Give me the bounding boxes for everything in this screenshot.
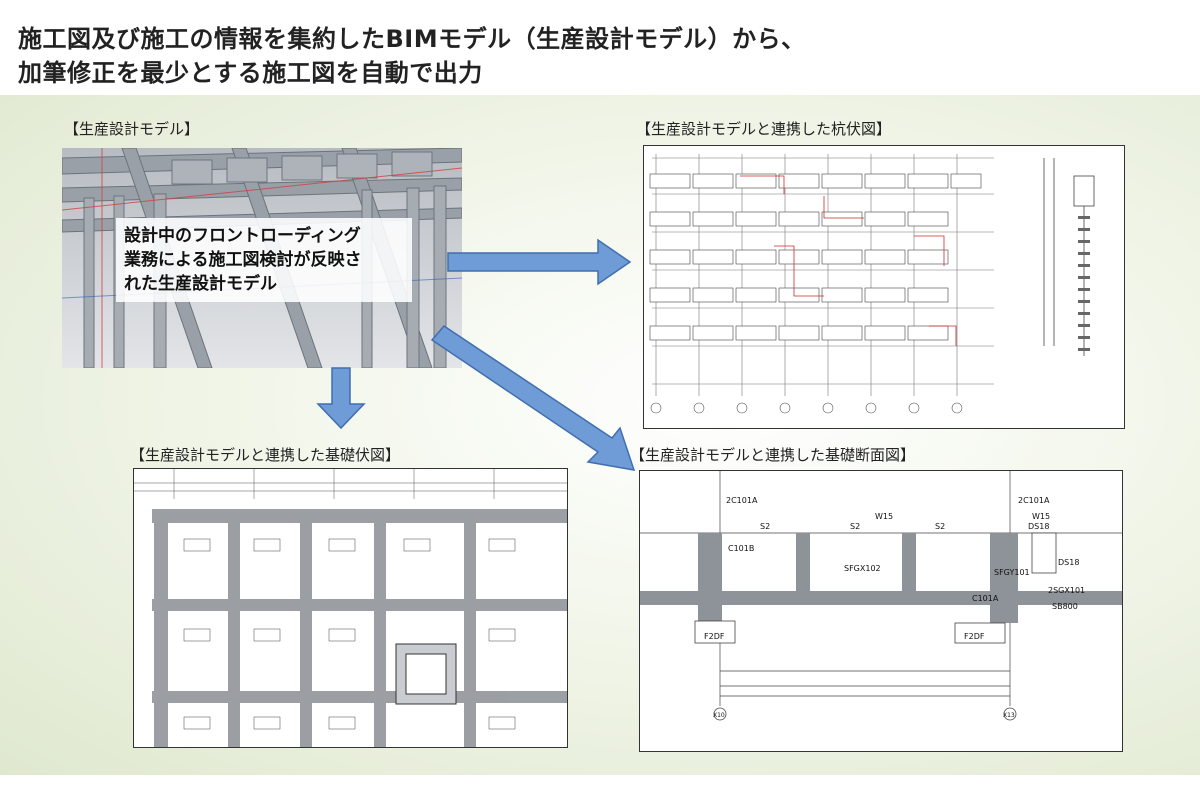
pile-plan-drawing	[643, 145, 1125, 429]
tag-ds18-b: DS18	[1058, 558, 1079, 567]
beam-tag-2c101a-left: 2C101A	[726, 496, 758, 505]
beam-tag-sfgy101: SFGY101	[994, 568, 1030, 577]
slab-tag-s2-2: S2	[850, 522, 860, 531]
arrow-to-foundation-section	[430, 325, 636, 471]
caption-line-1: 設計中のフロントローディング	[124, 226, 361, 246]
model-label: 【生産設計モデル】	[64, 120, 200, 138]
foundation-plan-svg	[134, 469, 567, 747]
page-title: 施工図及び施工の情報を集約したBIMモデル（生産設計モデル）から、 加筆修正を最…	[18, 22, 806, 90]
arrow-to-foundation-plan	[316, 367, 366, 430]
tag-sb800: SB800	[1052, 602, 1078, 611]
caption-line-3: れた生産設計モデル	[124, 274, 277, 294]
title-line-2: 加筆修正を最少とする施工図を自動で出力	[18, 59, 483, 87]
column-tag-c101b: C101B	[728, 544, 754, 553]
pile-plan-svg	[649, 154, 1095, 414]
slab-tag-s2-3: S2	[935, 522, 945, 531]
axis-tag-x10: X10	[713, 712, 725, 719]
title-line-1: 施工図及び施工の情報を集約したBIMモデル（生産設計モデル）から、	[18, 25, 806, 53]
column-tag-c101a: C101A	[972, 594, 999, 603]
beam-tag-2c101a-right: 2C101A	[1018, 496, 1050, 505]
tag-ds18: DS18	[1028, 522, 1049, 531]
foundation-section-label: 【生産設計モデルと連携した基礎断面図】	[630, 446, 916, 464]
caption-line-2: 業務による施工図検討が反映さ	[124, 250, 362, 270]
foundation-section-drawing: 2C101A 2C101A S2 S2 S2 W15 W15 C101B SFG…	[639, 470, 1123, 752]
beam-tag-w15-right: W15	[1032, 512, 1050, 521]
foundation-section-svg: 2C101A 2C101A S2 S2 S2 W15 W15 C101B SFG…	[640, 471, 1122, 721]
axis-tag-x13: X13	[1003, 712, 1015, 719]
foundation-plan-drawing	[133, 468, 568, 748]
footing-tag-f2df-left: F2DF	[704, 632, 725, 641]
arrow-to-pile-plan	[447, 238, 632, 286]
beam-tag-w15: W15	[875, 512, 893, 521]
foundation-plan-label: 【生産設計モデルと連携した基礎伏図】	[130, 446, 401, 464]
slab-tag-s2-1: S2	[760, 522, 770, 531]
model-caption: 設計中のフロントローディング 業務による施工図検討が反映さ れた生産設計モデル	[116, 218, 412, 302]
beam-tag-sfgx102: SFGX102	[844, 564, 881, 573]
beam-tag-2sgx101: 2SGX101	[1048, 586, 1085, 595]
footing-tag-f2df-right: F2DF	[964, 632, 985, 641]
bim-model-image: 設計中のフロントローディング 業務による施工図検討が反映さ れた生産設計モデル	[62, 148, 462, 368]
pile-plan-label: 【生産設計モデルと連携した杭伏図】	[636, 120, 892, 138]
